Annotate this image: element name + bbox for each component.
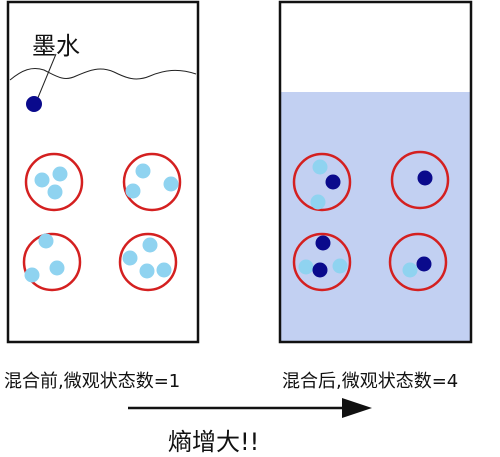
water-particle (38, 233, 54, 249)
container-after (278, 0, 473, 344)
ink-particle (315, 235, 331, 251)
water-particle (402, 262, 418, 278)
mixed-liquid (281, 92, 470, 341)
ink-particle (417, 170, 433, 186)
entropy-label: 熵增大!! (168, 428, 260, 456)
state-ring (24, 152, 84, 212)
container-before (6, 0, 200, 344)
microstate-circle-after-2 (390, 150, 450, 210)
state-ring (22, 232, 82, 292)
state-ring (122, 152, 182, 212)
ink-label: 墨水 (32, 32, 80, 60)
state-ring (118, 232, 178, 292)
water-particle (135, 163, 151, 179)
microstate-circle-before-1 (24, 152, 84, 212)
water-particle (49, 260, 65, 276)
container-after-frame (278, 0, 473, 344)
ink-particle (416, 256, 432, 272)
microstate-circle-before-4 (118, 232, 178, 292)
water-particle (298, 259, 314, 275)
water-particle (34, 172, 50, 188)
water-particle (24, 267, 40, 283)
state-ring (390, 150, 450, 210)
microstate-circle-before-2 (122, 152, 182, 212)
water-particle (156, 262, 172, 278)
process-arrow (128, 398, 372, 418)
water-particle (163, 176, 179, 192)
water-particle (122, 250, 138, 266)
ink-particle (325, 174, 341, 190)
water-particle (47, 184, 63, 200)
water-particle (139, 263, 155, 279)
microstate-circle-after-4 (388, 232, 448, 292)
container-before-frame (6, 0, 200, 344)
water-particle (142, 237, 158, 253)
microstate-circle-after-1 (292, 152, 352, 212)
ink-drop (26, 96, 42, 112)
arrow-head (342, 398, 372, 418)
ink-particle (312, 262, 328, 278)
water-particle (310, 194, 326, 210)
caption-before: 混合前,微观状态数=1 (4, 371, 181, 392)
water-particle (332, 258, 348, 274)
ink-pointer-line (36, 53, 57, 101)
water-particle (52, 166, 68, 182)
caption-after: 混合后,微观状态数=4 (282, 371, 459, 392)
water-particle (125, 183, 141, 199)
state-ring (292, 232, 352, 292)
state-ring (388, 232, 448, 292)
water-particle (312, 159, 328, 175)
microstate-circle-after-3 (292, 232, 352, 292)
water-surface-line (9, 67, 197, 81)
state-ring (292, 152, 352, 212)
microstate-circle-before-3 (22, 232, 82, 292)
